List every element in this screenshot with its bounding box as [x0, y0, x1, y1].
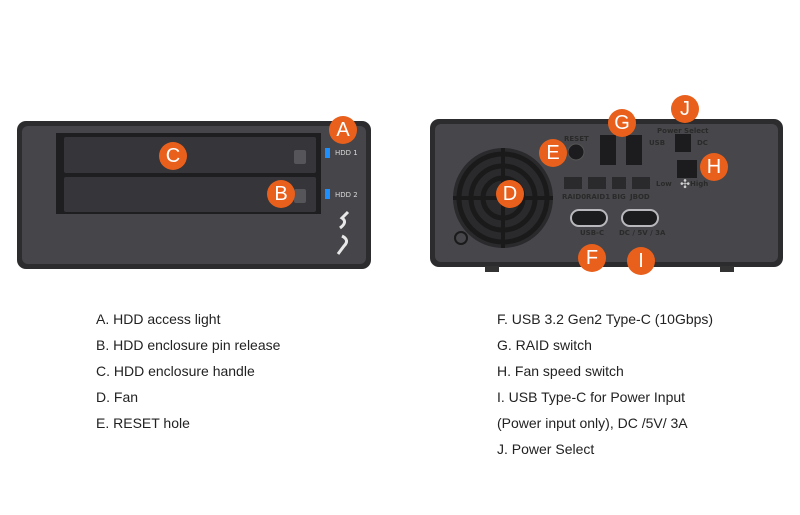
foot-left	[485, 266, 499, 272]
dc-label: DC	[697, 139, 708, 147]
fan-high-label: High	[690, 180, 709, 188]
badge-g: G	[608, 109, 636, 137]
hdd-1-label: HDD 1	[335, 149, 358, 157]
bay-2-pin	[294, 189, 306, 203]
usb-c-label: USB-C	[580, 229, 605, 237]
jbod-label: JBOD	[630, 193, 650, 201]
legend-item-c: C. HDD enclosure handle	[96, 363, 255, 379]
legend-right: F. USB 3.2 Gen2 Type-C (10Gbps) G. RAID …	[497, 306, 713, 462]
raid-dip-graphics	[564, 177, 650, 189]
legend-item-h: H. Fan speed switch	[497, 363, 624, 379]
badge-e: E	[539, 139, 567, 167]
bay-1-pin	[294, 150, 306, 164]
fan-icon: ✣	[680, 177, 690, 191]
legend-item-i: I. USB Type-C for Power Input	[497, 389, 686, 405]
dc-power-label: DC / 5V / 3A	[619, 229, 666, 237]
legend-item-i-continued: (Power input only), DC /5V/ 3A	[497, 415, 688, 431]
raid-switch-1	[600, 135, 616, 165]
hdd-2-led	[325, 189, 330, 199]
legend-item-d: D. Fan	[96, 389, 139, 405]
brand-logo	[336, 210, 350, 255]
legend-item-j: J. Power Select	[497, 441, 595, 457]
badge-d: D	[496, 180, 524, 208]
front-view	[17, 121, 371, 269]
power-select-switch	[675, 134, 691, 152]
rear-view: ✣	[430, 119, 783, 272]
reset-hole	[567, 143, 585, 161]
legend-item-b: B. HDD enclosure pin release	[96, 337, 281, 353]
hdd-2-label: HDD 2	[335, 191, 358, 199]
badge-c: C	[159, 142, 187, 170]
badge-a: A	[329, 116, 357, 144]
bay-1-tray	[64, 137, 316, 173]
raid0-label: RAID0	[562, 193, 587, 201]
legend-item-f: F. USB 3.2 Gen2 Type-C (10Gbps)	[497, 311, 714, 327]
fan-low-label: Low	[656, 180, 672, 188]
reset-label: RESET	[564, 135, 589, 143]
fan-speed-switch	[677, 160, 697, 178]
enclosure-drawing: ✣	[17, 119, 783, 272]
bay-2-tray	[64, 177, 316, 212]
hdd-1-led	[325, 148, 330, 158]
badge-j: J	[671, 95, 699, 123]
raid1-label: RAID1	[586, 193, 611, 201]
badge-f: F	[578, 244, 606, 272]
badge-i: I	[627, 247, 655, 275]
legend-left: A. HDD access light B. HDD enclosure pin…	[96, 306, 280, 436]
badge-b: B	[267, 180, 295, 208]
legend-item-e: E. RESET hole	[96, 415, 190, 431]
raid-switch-2	[626, 135, 642, 165]
usb-label: USB	[649, 139, 666, 147]
power-usb-c-port	[621, 209, 659, 227]
badge-h: H	[700, 153, 728, 181]
big-label: BIG	[612, 193, 626, 201]
legend-item-a: A. HDD access light	[96, 311, 221, 327]
legend-item-g: G. RAID switch	[497, 337, 592, 353]
enclosure-diagram: ✣ HDD 1 HDD 2 RESET Power Select USB DC …	[17, 95, 783, 275]
foot-right	[720, 266, 734, 272]
power-select-label: Power Select	[657, 127, 709, 135]
usb-c-port	[570, 209, 608, 227]
